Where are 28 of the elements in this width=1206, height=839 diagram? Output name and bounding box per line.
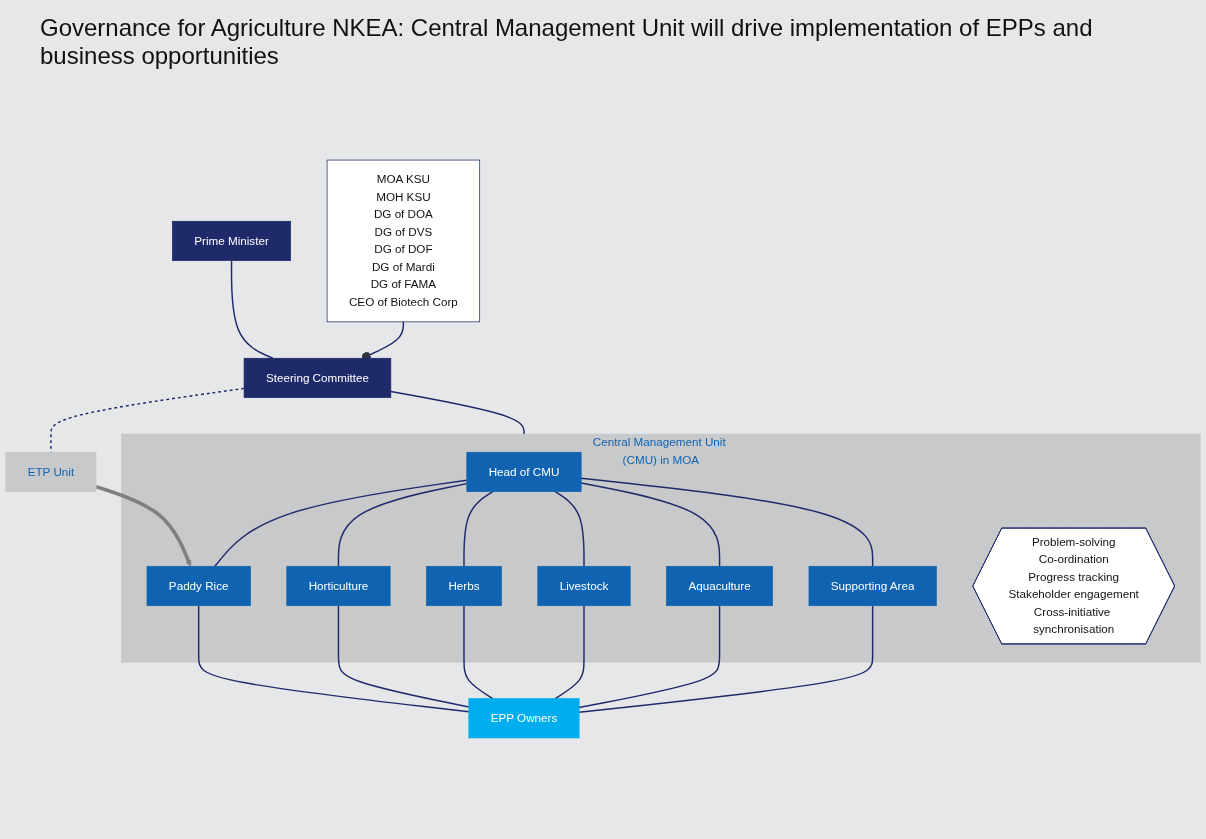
arrow bbox=[95, 484, 192, 567]
connector bbox=[197, 604, 470, 713]
connector bbox=[337, 604, 470, 708]
node-box: MOA KSU MOH KSU DG of DOA DG of DVS DG of DOF DG of Mardi DG of FAMA CEO of Biotech Corp bbox=[326, 159, 481, 323]
node-box: Aquaculture bbox=[666, 565, 773, 607]
node-box: Paddy Rice bbox=[146, 565, 251, 607]
node-box: EPP Owners bbox=[468, 698, 580, 739]
node-box: Horticulture bbox=[286, 565, 391, 607]
node-box: Herbs bbox=[426, 565, 502, 607]
connector bbox=[230, 259, 274, 359]
connector bbox=[580, 477, 874, 568]
connector bbox=[463, 604, 494, 700]
node-box: Steering Committee bbox=[243, 357, 392, 398]
connector bbox=[554, 604, 585, 700]
connector bbox=[578, 604, 721, 709]
node-box: Supporting Area bbox=[808, 565, 937, 607]
diagram-title: Governance for Agriculture NKEA: Central Management Unit will drive implementation of EPPs and business opportunities bbox=[40, 14, 1094, 70]
connector bbox=[580, 482, 721, 568]
connector bbox=[554, 490, 585, 568]
connector bbox=[337, 482, 468, 568]
connector bbox=[390, 390, 525, 435]
node-box: Livestock bbox=[537, 565, 631, 607]
node-box: Head of CMU bbox=[466, 451, 582, 492]
connector bbox=[463, 490, 494, 568]
node-box: ETP Unit bbox=[5, 451, 97, 492]
connector bbox=[578, 604, 874, 713]
node-box: Prime Minister bbox=[172, 220, 291, 261]
connector bbox=[214, 479, 468, 568]
